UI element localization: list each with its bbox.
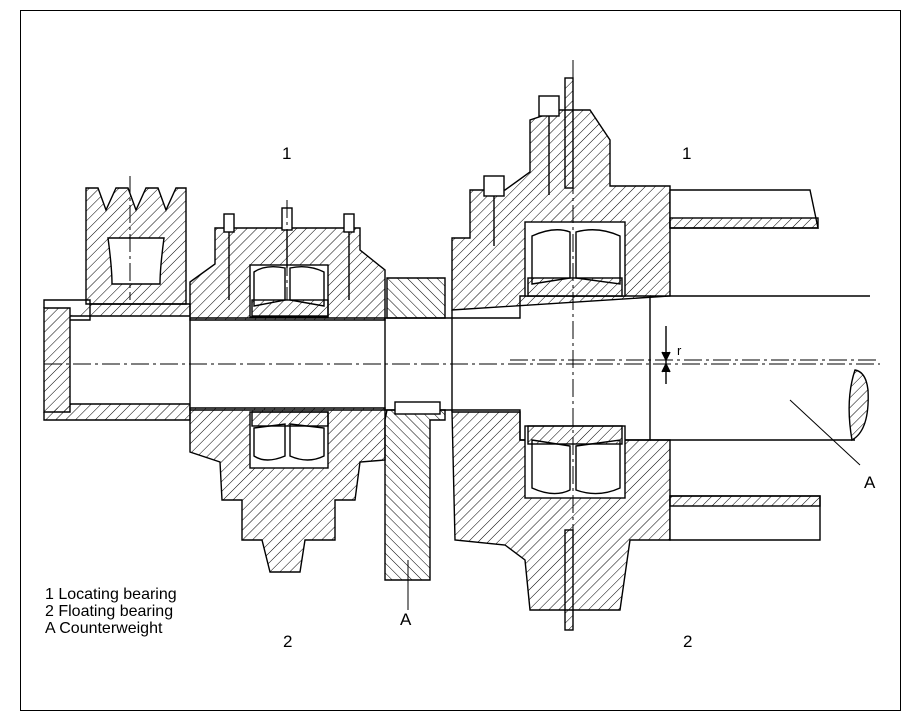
legend: 1 Locating bearing 2 Floating bearing A …	[45, 586, 177, 637]
label-locating-bearing-right: 1	[682, 144, 692, 163]
left-housing-bottom	[189, 407, 386, 573]
legend-item-locating: 1 Locating bearing	[45, 586, 177, 603]
label-locating-bearing-left: 1	[282, 144, 292, 163]
legend-item-floating: 2 Floating bearing	[45, 603, 174, 620]
counterweight-collar	[386, 277, 446, 319]
label-counterweight-right: A	[864, 473, 876, 492]
leader-right-a	[789, 399, 861, 466]
legend-item-counterweight: A Counterweight	[45, 620, 163, 637]
shaft-end-cap	[43, 307, 71, 413]
label-floating-bearing-left: 2	[283, 632, 293, 651]
eccentricity-dimension	[661, 326, 671, 384]
label-floating-bearing-right: 2	[683, 632, 693, 651]
label-counterweight-left: A	[400, 610, 412, 629]
label-eccentricity-r: r	[677, 343, 682, 358]
counterweight-left	[384, 409, 446, 581]
